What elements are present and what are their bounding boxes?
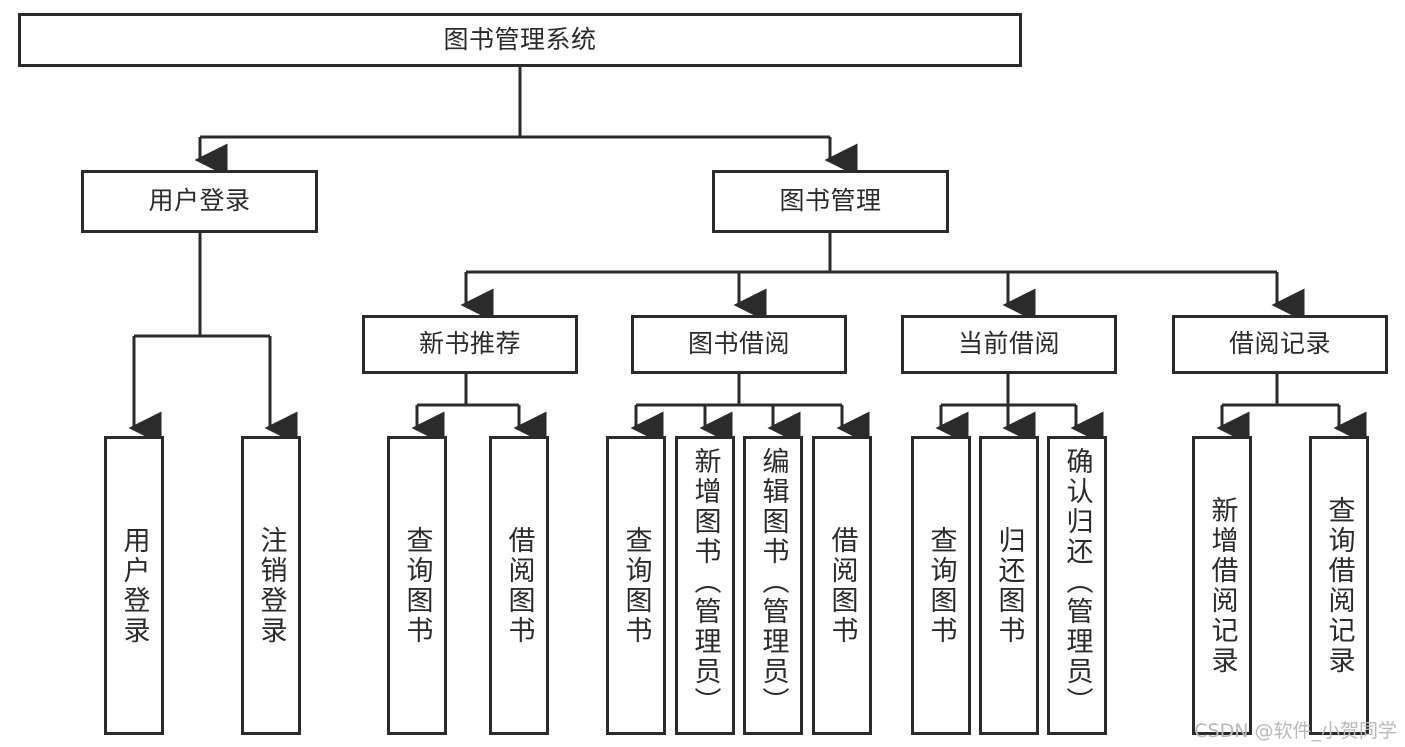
node-root-system-label: 图书管理系统	[443, 24, 597, 54]
node-leaf-return-book[interactable]: 归还图书	[979, 436, 1039, 735]
node-leaf-logout-login[interactable]: 注销登录	[241, 436, 301, 735]
node-book-borrow[interactable]: 图书借阅	[631, 315, 847, 374]
node-current-borrow-label: 当前借阅	[957, 329, 1060, 359]
node-borrow-record-label: 借阅记录	[1228, 329, 1331, 359]
node-leaf-borrow-book-1-label: 借阅图书	[503, 525, 535, 646]
node-user-login-label: 用户登录	[148, 186, 251, 216]
node-leaf-add-book[interactable]: 新增图书（管理员）	[675, 436, 735, 735]
node-leaf-query-book-3-label: 查询图书	[925, 525, 957, 646]
node-root-system[interactable]: 图书管理系统	[18, 13, 1022, 67]
node-leaf-logout-login-label: 注销登录	[255, 525, 287, 646]
node-leaf-query-book-2[interactable]: 查询图书	[606, 436, 666, 735]
node-leaf-add-record[interactable]: 新增借阅记录	[1192, 436, 1252, 735]
node-book-management[interactable]: 图书管理	[712, 170, 949, 233]
node-book-borrow-label: 图书借阅	[687, 329, 790, 359]
node-leaf-borrow-book-1[interactable]: 借阅图书	[489, 436, 549, 735]
node-leaf-edit-book[interactable]: 编辑图书（管理员）	[743, 436, 803, 735]
node-leaf-edit-book-label: 编辑图书（管理员）	[757, 447, 789, 717]
node-borrow-record[interactable]: 借阅记录	[1172, 315, 1388, 374]
node-leaf-confirm-return[interactable]: 确认归还（管理员）	[1047, 436, 1107, 735]
csdn-watermark: CSDN @软件_小贺同学	[1194, 720, 1397, 742]
node-user-login[interactable]: 用户登录	[81, 170, 318, 233]
node-leaf-query-record[interactable]: 查询借阅记录	[1309, 436, 1369, 735]
node-leaf-borrow-book-2[interactable]: 借阅图书	[812, 436, 872, 735]
node-leaf-add-record-label: 新增借阅记录	[1206, 495, 1238, 676]
node-leaf-query-book-1-label: 查询图书	[401, 525, 433, 646]
node-leaf-return-book-label: 归还图书	[993, 525, 1025, 646]
node-new-book-recommend[interactable]: 新书推荐	[362, 315, 578, 374]
node-leaf-query-record-label: 查询借阅记录	[1323, 495, 1355, 676]
node-leaf-confirm-return-label: 确认归还（管理员）	[1061, 447, 1093, 717]
node-leaf-query-book-2-label: 查询图书	[620, 525, 652, 646]
node-leaf-user-login-label: 用户登录	[118, 525, 150, 646]
node-leaf-query-book-3[interactable]: 查询图书	[911, 436, 971, 735]
node-current-borrow[interactable]: 当前借阅	[901, 315, 1117, 374]
node-book-management-label: 图书管理	[779, 186, 882, 216]
node-leaf-add-book-label: 新增图书（管理员）	[689, 447, 721, 717]
node-new-book-recommend-label: 新书推荐	[418, 329, 521, 359]
node-leaf-query-book-1[interactable]: 查询图书	[387, 436, 447, 735]
node-leaf-user-login[interactable]: 用户登录	[104, 436, 164, 735]
node-leaf-borrow-book-2-label: 借阅图书	[826, 525, 858, 646]
